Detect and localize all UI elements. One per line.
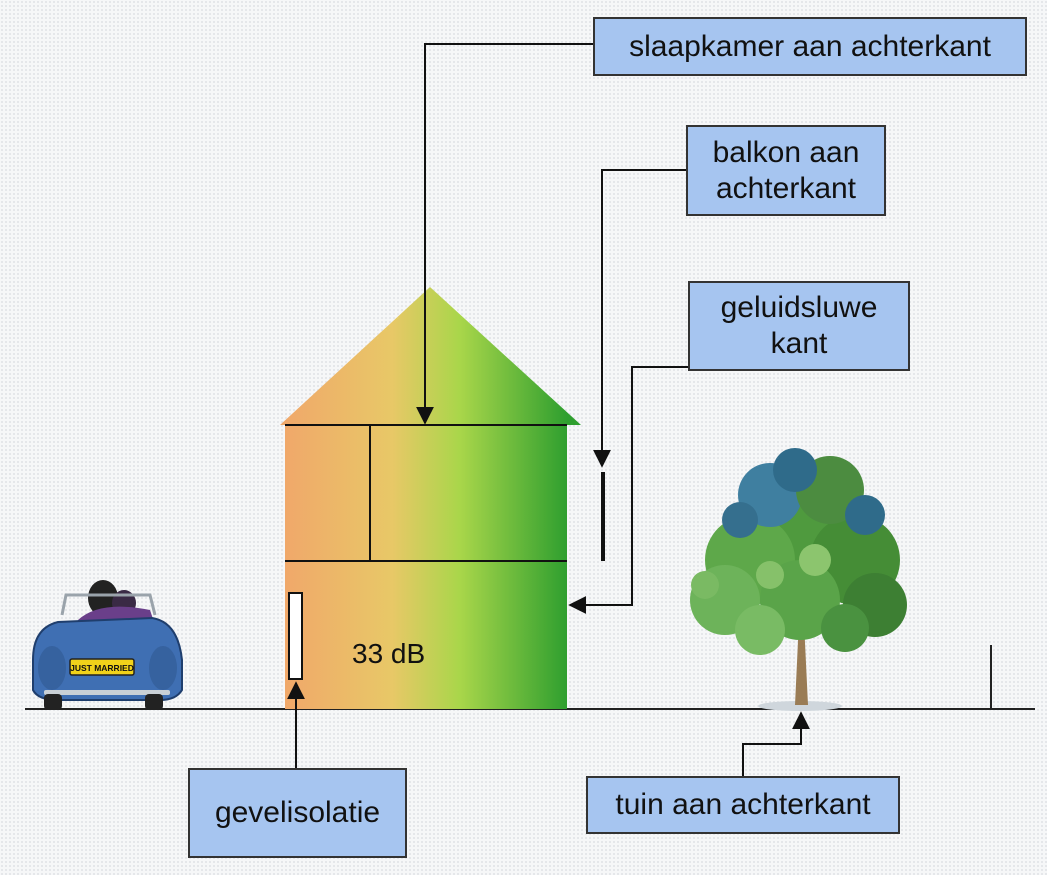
tree-illustration (690, 448, 907, 711)
label-facade-insulation: gevelisolatie (188, 768, 407, 858)
label-facade-text: gevelisolatie (214, 796, 381, 829)
arrow-bedroom (416, 43, 596, 425)
arrow-balcony (593, 169, 688, 468)
tree-canopy (690, 448, 907, 655)
car-license-plate-text: JUST MARRIED (70, 663, 134, 673)
label-garden-at-back: tuin aan achterkant (586, 776, 900, 834)
label-balcony-text-line2: achterkant (715, 171, 857, 205)
car-license-plate (69, 658, 135, 676)
car-fender-left (38, 646, 66, 690)
car-wheel-right (145, 694, 163, 710)
front-door (288, 592, 303, 680)
label-bedroom-text: slaapkamer aan achterkant (629, 29, 991, 63)
indoor-sound-level: 33 dB (352, 638, 426, 669)
arrow-quiet-side (568, 366, 688, 614)
label-balcony-at-back: balkon aan achterkant (686, 125, 886, 216)
car-wheel-left (44, 694, 62, 710)
label-quiet-side-text-line1: geluidsluwe (720, 291, 878, 324)
arrow-garden (742, 711, 810, 778)
label-bedroom-at-back: slaapkamer aan achterkant (593, 17, 1027, 76)
house-body (285, 425, 567, 709)
car-passenger-1 (88, 580, 118, 616)
wedding-car-illustration: JUST MARRIED (32, 580, 183, 710)
label-balcony-text-line1: balkon aan (712, 135, 860, 169)
house-roof (280, 287, 581, 425)
tree-shadow (758, 701, 842, 711)
car-bumper (44, 690, 170, 695)
car-fender-right (149, 646, 177, 690)
label-quiet-side-text-line2: kant (770, 327, 828, 360)
label-quiet-side: geluidsluwe kant (688, 281, 910, 371)
label-garden-text: tuin aan achterkant (615, 788, 871, 821)
house (280, 287, 581, 709)
car-windshield-frame (60, 593, 157, 616)
